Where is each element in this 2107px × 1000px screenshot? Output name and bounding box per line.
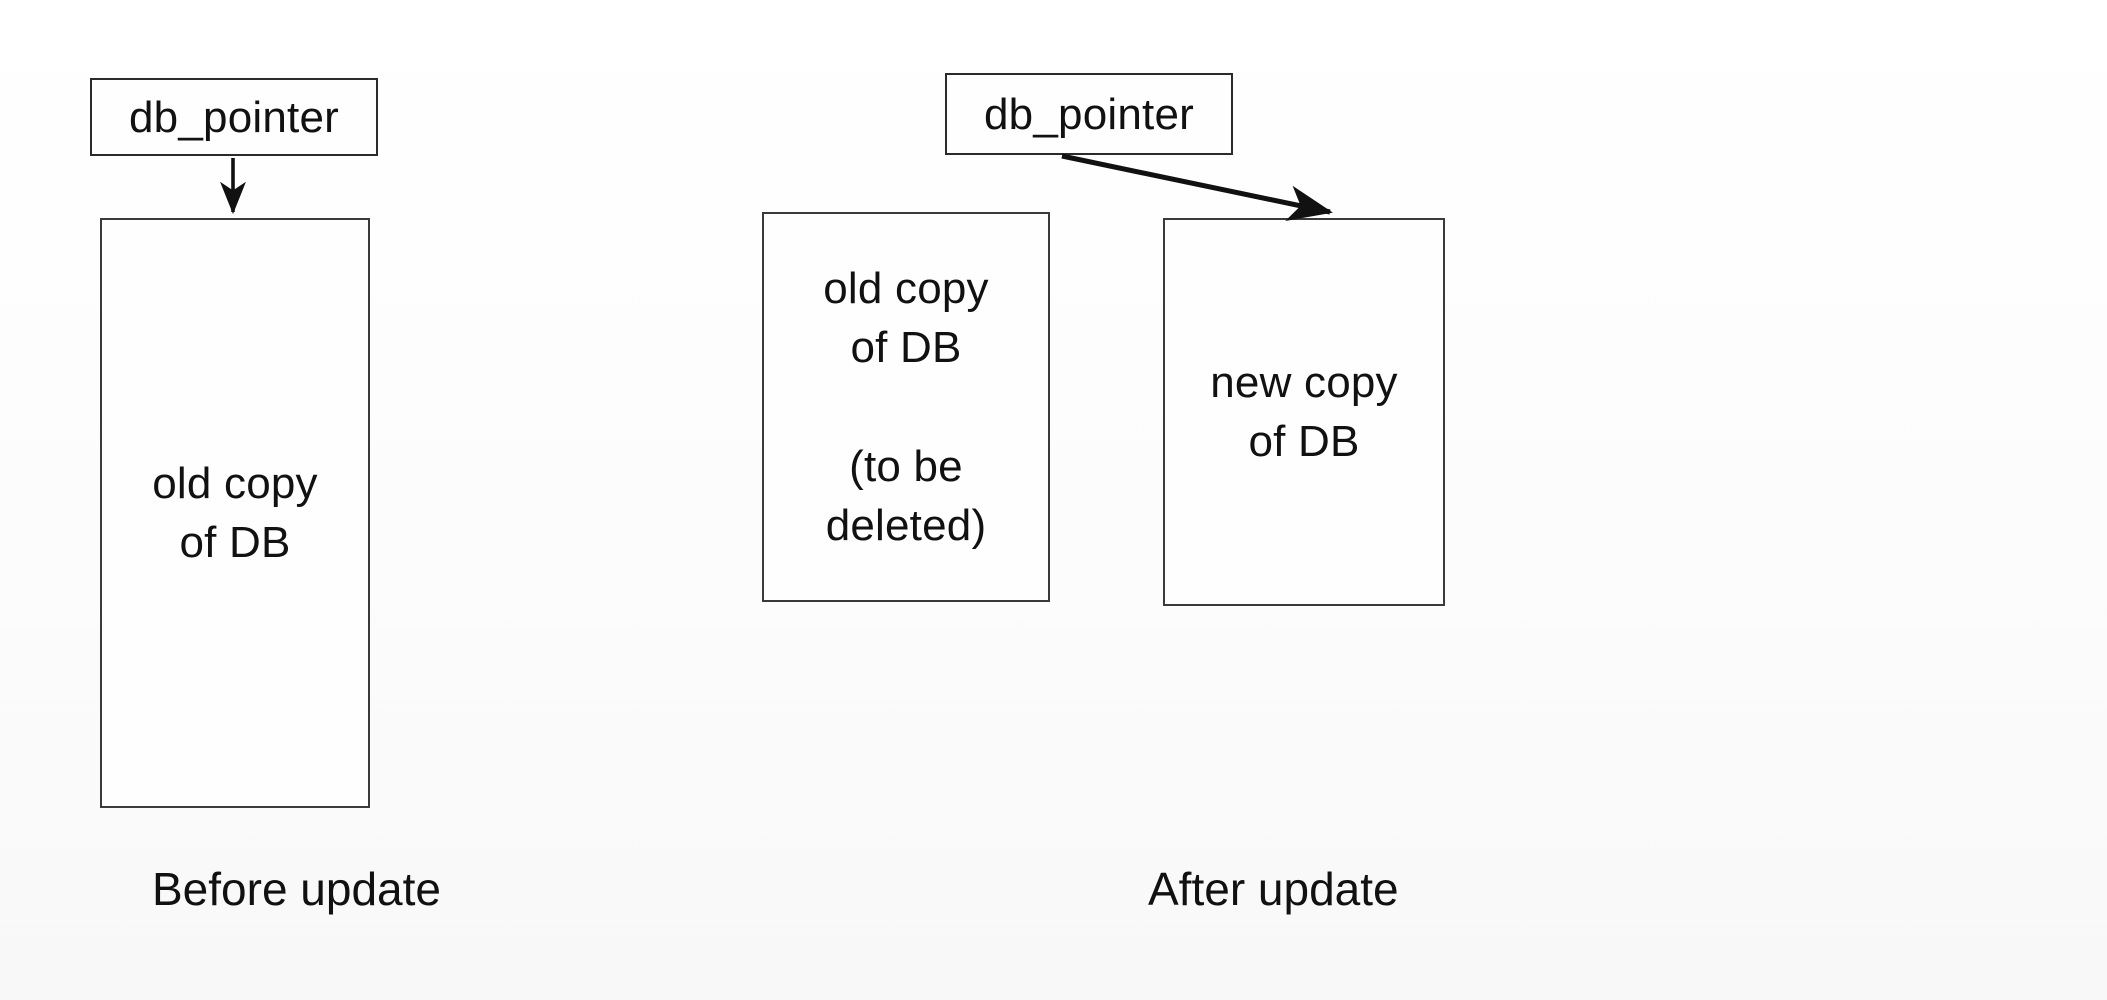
new-db-label-after: new copy of DB (1210, 357, 1398, 466)
old-db-label-after: old copy of DB (to be deleted) (823, 263, 989, 551)
caption-before-update: Before update (152, 863, 442, 915)
arrow-pointer-to-new-db-after (1061, 153, 1333, 222)
new-db-box-after: new copy of DB (1163, 218, 1445, 606)
db-pointer-box-before: db_pointer (90, 78, 378, 156)
old-db-box-after: old copy of DB (to be deleted) (762, 212, 1050, 602)
caption-after-update: After update (1148, 863, 1399, 915)
db-pointer-label-after: db_pointer (984, 89, 1194, 139)
db-pointer-box-after: db_pointer (945, 73, 1233, 155)
old-db-label-before: old copy of DB (152, 458, 318, 567)
db-pointer-label-before: db_pointer (129, 92, 339, 142)
old-db-box-before: old copy of DB (100, 218, 370, 808)
